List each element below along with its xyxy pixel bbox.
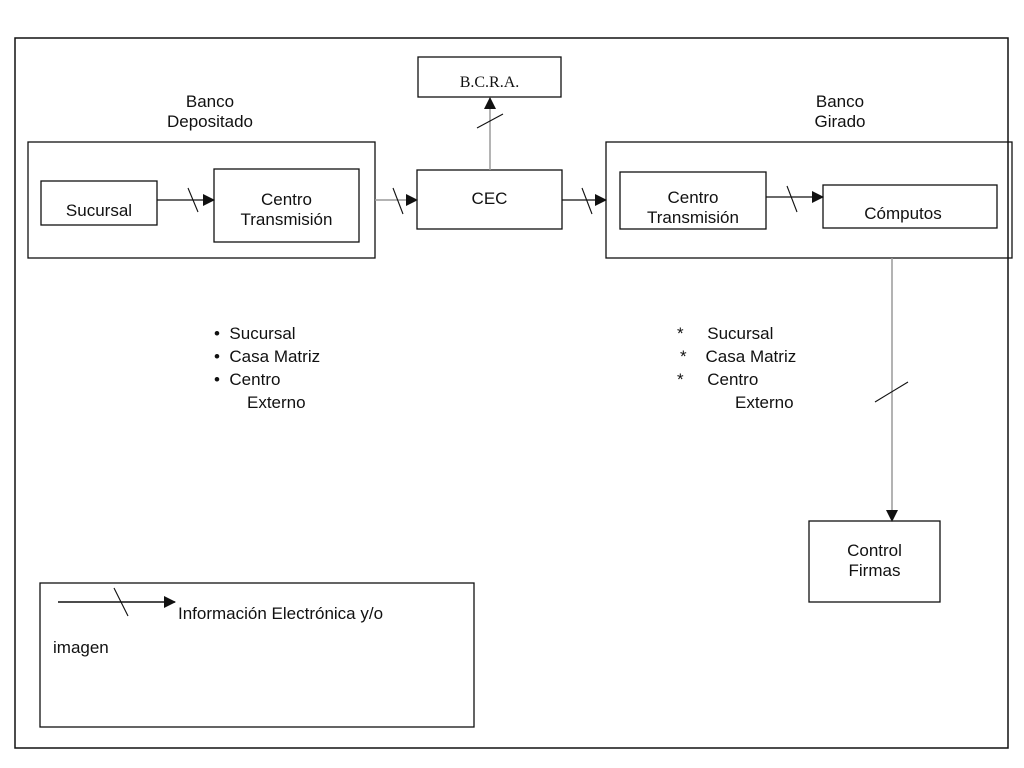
list-item-text: Centro	[229, 370, 281, 389]
banco-girado-line2: Girado	[814, 112, 866, 131]
computos-label: Cómputos	[864, 204, 942, 223]
list-item-text: Externo	[735, 393, 794, 412]
bullet-marker: *	[677, 370, 684, 389]
legend-text-line2: imagen	[53, 638, 109, 657]
slash-tick	[874, 381, 909, 403]
list-item-text: Casa Matriz	[229, 347, 321, 366]
list-item-text: Externo	[247, 393, 306, 412]
centro-gir-line2: Transmisión	[647, 208, 739, 227]
legend-box	[39, 582, 475, 728]
computos-box	[822, 184, 998, 229]
list-item: • Centro	[214, 368, 320, 391]
control-firmas-box	[808, 520, 941, 603]
slash-tick	[476, 113, 504, 129]
bullet-marker: •	[214, 347, 220, 366]
centro-transmision-dep-label: Centro Transmisión	[214, 190, 359, 230]
slash-tick	[786, 185, 798, 213]
list-item-text: Centro	[707, 370, 759, 389]
control-firmas-label: Control Firmas	[809, 541, 940, 581]
centro-gir-line1: Centro	[667, 188, 719, 207]
list-item-text: Casa Matriz	[705, 347, 797, 366]
banco-depositado-line1: Banco	[185, 92, 235, 111]
list-item: • Sucursal	[214, 322, 320, 345]
slash-tick	[187, 187, 199, 213]
list-item: • Casa Matriz	[214, 345, 320, 368]
centro-transmision-gir-label: Centro Transmisión	[620, 188, 766, 228]
banco-girado-label: Banco Girado	[790, 92, 890, 132]
list-item: * Sucursal	[677, 322, 796, 345]
list-item: * Casa Matriz	[677, 345, 796, 368]
legend-text-line1: Información Electrónica y/o	[178, 604, 384, 623]
list-item: Externo	[214, 391, 320, 414]
list-item: * Centro	[677, 368, 796, 391]
banco-depositado-line2: Depositado	[166, 112, 253, 131]
list-item-text: Sucursal	[229, 324, 296, 343]
left-list: • Sucursal • Casa Matriz • Centro Extern…	[214, 322, 320, 414]
list-item: Externo	[677, 391, 796, 414]
bullet-marker: *	[680, 347, 687, 366]
control-line1: Control	[847, 541, 902, 560]
bcra-label: B.C.R.A.	[459, 74, 520, 91]
centro-line1: Centro	[260, 190, 313, 209]
bullet-marker: •	[214, 324, 220, 343]
centro-line2: Transmisión	[240, 210, 333, 229]
slash-tick	[581, 187, 593, 215]
centro-transmision-gir-box	[619, 171, 767, 230]
list-item-text: Sucursal	[707, 324, 774, 343]
outer-frame	[14, 37, 1009, 749]
slash-tick	[392, 187, 404, 215]
right-list: * Sucursal * Casa Matriz * Centro Extern…	[677, 322, 796, 414]
bullet-marker: •	[214, 370, 220, 389]
cec-label: CEC	[471, 189, 508, 208]
control-line2: Firmas	[848, 561, 901, 580]
sucursal-label: Sucursal	[65, 201, 133, 220]
banco-girado-line1: Banco	[815, 92, 865, 111]
bullet-marker: *	[677, 324, 684, 343]
slash-tick	[113, 587, 129, 617]
banco-depositado-label: Banco Depositado	[150, 92, 270, 132]
sucursal-box	[40, 180, 158, 226]
